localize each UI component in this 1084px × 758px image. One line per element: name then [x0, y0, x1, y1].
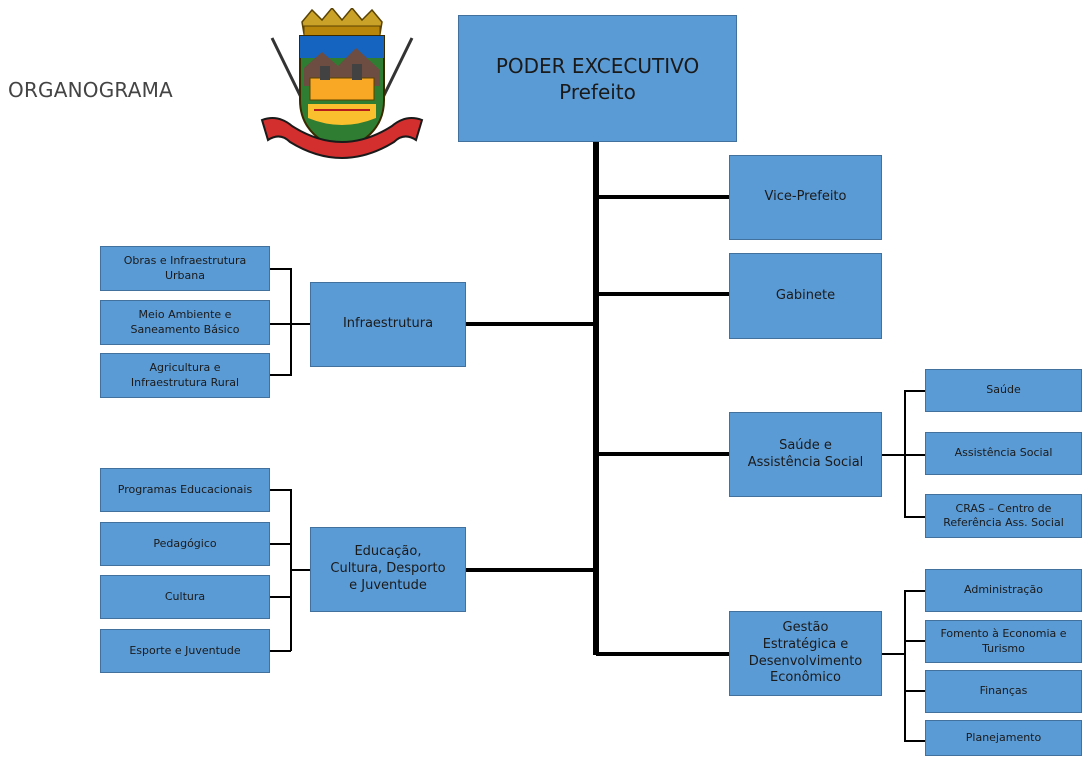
edu-connector	[270, 596, 291, 598]
gestao-connector	[904, 740, 926, 742]
node-esporte-juventude: Esporte e Juventude	[100, 629, 270, 673]
gestao-connector	[882, 653, 906, 655]
node-programas-educacionais: Programas Educacionais	[100, 468, 270, 512]
edu-connector	[270, 650, 291, 652]
branch-gestao	[596, 652, 730, 656]
infra-bracket	[290, 268, 292, 376]
saude-connector	[882, 454, 926, 456]
page-title: ORGANOGRAMA	[8, 78, 173, 102]
gestao-connector	[904, 640, 926, 642]
node-obras-infraestrutura-urbana: Obras e Infraestrutura Urbana	[100, 246, 270, 291]
infra-connector	[270, 268, 291, 270]
node-educacao-cultura: Educação, Cultura, Desporto e Juventude	[310, 527, 466, 612]
node-administracao: Administração	[925, 569, 1082, 612]
node-infraestrutura: Infraestrutura	[310, 282, 466, 367]
branch-infraestrutura	[466, 322, 596, 326]
node-financas: Finanças	[925, 670, 1082, 713]
edu-connector	[270, 543, 291, 545]
node-assistencia-social: Assistência Social	[925, 432, 1082, 475]
infra-connector	[270, 374, 291, 376]
node-agricultura: Agricultura e Infraestrutura Rural	[100, 353, 270, 398]
node-gabinete: Gabinete	[729, 253, 882, 339]
branch-gabinete	[596, 292, 730, 296]
node-gestao-estrategica: Gestão Estratégica e Desenvolvimento Eco…	[729, 611, 882, 696]
node-fomento-economia-turismo: Fomento à Economia e Turismo	[925, 620, 1082, 663]
node-planejamento: Planejamento	[925, 720, 1082, 756]
saude-connector	[904, 516, 926, 518]
node-poder-executivo: PODER EXCECUTIVO Prefeito	[458, 15, 737, 142]
main-trunk-line	[593, 142, 599, 655]
node-pedagogico: Pedagógico	[100, 522, 270, 566]
node-vice-prefeito: Vice-Prefeito	[729, 155, 882, 240]
edu-connector	[270, 489, 291, 491]
node-saude-assistencia-social: Saúde e Assistência Social	[729, 412, 882, 497]
infra-connector	[270, 323, 310, 325]
edu-connector	[290, 569, 310, 571]
coat-of-arms-logo	[260, 8, 424, 159]
node-cultura: Cultura	[100, 575, 270, 619]
branch-saude	[596, 452, 730, 456]
branch-vice-prefeito	[596, 195, 730, 199]
node-cras: CRAS – Centro de Referência Ass. Social	[925, 494, 1082, 538]
saude-connector	[904, 390, 926, 392]
gestao-connector	[904, 590, 926, 592]
branch-educacao	[466, 568, 596, 572]
gestao-connector	[904, 690, 926, 692]
node-saude: Saúde	[925, 369, 1082, 412]
node-meio-ambiente: Meio Ambiente e Saneamento Básico	[100, 300, 270, 345]
gestao-bracket	[904, 590, 906, 741]
